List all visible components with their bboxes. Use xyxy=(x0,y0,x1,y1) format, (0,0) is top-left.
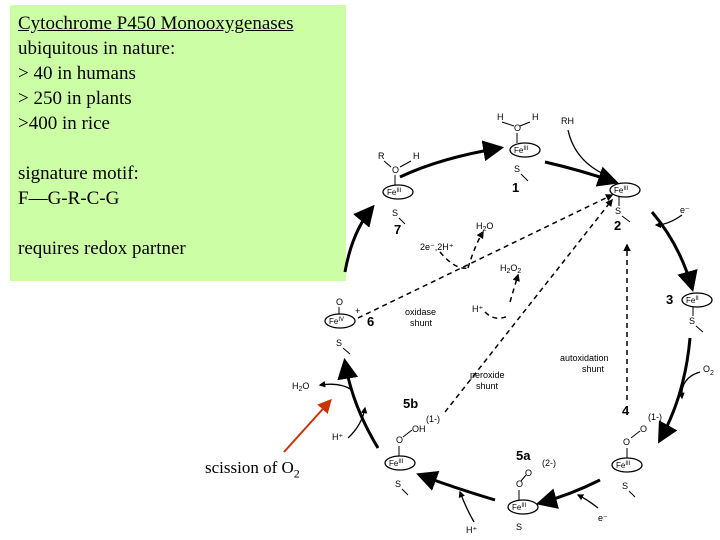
redox-note: requires redox partner xyxy=(18,238,186,259)
proton-label-center: H⁺ xyxy=(472,304,483,314)
cycle-arrow-3-4 xyxy=(657,337,692,444)
h2o-release-dash xyxy=(467,230,484,269)
proton-label-bottom: H⁺ xyxy=(466,525,477,535)
h-uptake-dash xyxy=(484,311,509,319)
state-3-iron: FeII xyxy=(686,296,699,305)
state-2-iron: FeIII xyxy=(614,186,629,195)
svg-text:S: S xyxy=(395,479,401,489)
h2o-left-arrow xyxy=(318,381,353,391)
state-1-number: 1 xyxy=(512,180,519,195)
cycle-arrow-2-3 xyxy=(650,211,698,293)
state-7-iron: FeIII xyxy=(387,188,402,197)
motif-sequence: F—G-R-C-G xyxy=(18,188,120,209)
cycle-arrow-5a-5b xyxy=(416,471,496,502)
o2-label: O2 xyxy=(703,364,714,377)
svg-text:H: H xyxy=(532,112,539,122)
o2-arrow xyxy=(678,371,701,400)
h2o2-release-dash xyxy=(509,273,520,303)
cycle-arrow-1-2 xyxy=(544,160,619,187)
state-5b-iron: FeIII xyxy=(389,459,404,468)
electrons-protons-label: 2e⁻,2H⁺ xyxy=(420,242,454,252)
svg-text:H: H xyxy=(413,151,420,161)
state-2-number: 2 xyxy=(614,218,621,233)
svg-text:R: R xyxy=(378,151,385,161)
svg-text:O: O xyxy=(392,165,399,175)
peroxide-shunt-arrow xyxy=(444,198,613,413)
water-label-center: H2O xyxy=(476,221,493,233)
svg-text:O: O xyxy=(396,435,403,445)
svg-text:S: S xyxy=(514,164,520,174)
cycle-arrow-6-7 xyxy=(343,204,375,273)
rh-label: RH xyxy=(561,116,574,126)
state-5a-iron: FeIII xyxy=(512,503,527,512)
svg-text:(1-): (1-) xyxy=(426,414,440,424)
rh-arrow xyxy=(567,129,610,177)
e-arrow-top xyxy=(654,214,683,229)
svg-text:+: + xyxy=(355,306,360,316)
e2h-uptake-dash xyxy=(439,251,469,269)
oxidase-shunt-arrow xyxy=(357,194,614,319)
svg-text:O: O xyxy=(514,123,521,133)
state-5a: FeIII O O (2-) S 5a xyxy=(507,448,556,532)
electron-label-top: e⁻ xyxy=(680,205,690,215)
notes-line: >400 in rice xyxy=(18,113,110,134)
notes-title: Cytochrome P450 Monooxygenases xyxy=(18,13,294,34)
state-6-iron: FeIV xyxy=(329,317,344,326)
svg-text:OH: OH xyxy=(412,424,426,434)
motif-label: signature motif: xyxy=(18,163,139,184)
peroxide-label: H2O2 xyxy=(500,263,521,275)
svg-text:S: S xyxy=(689,316,695,326)
svg-text:O: O xyxy=(516,479,523,489)
state-2: FeIII S 2 xyxy=(609,182,641,233)
state-5b-number: 5b xyxy=(403,396,418,411)
svg-text:(1-): (1-) xyxy=(648,412,662,422)
scission-subscript: 2 xyxy=(293,466,300,481)
water-label-left: H2O xyxy=(292,381,309,393)
state-6: FeIV O + S 6 xyxy=(324,297,374,355)
notes-line: > 250 in plants xyxy=(18,88,132,109)
svg-text:O: O xyxy=(525,468,532,478)
svg-text:S: S xyxy=(622,481,628,491)
state-7: FeIII R O H S 7 xyxy=(378,151,420,237)
state-4-iron: FeIII xyxy=(616,461,631,470)
e-arrow-bottom xyxy=(576,494,599,509)
scission-text: scission of O xyxy=(205,458,294,477)
notes-line: > 40 in humans xyxy=(18,63,136,84)
svg-text:O: O xyxy=(640,424,647,434)
scission-label: scission of O2 xyxy=(205,458,300,481)
scission-arrow xyxy=(283,398,332,453)
svg-text:S: S xyxy=(615,206,621,216)
state-6-number: 6 xyxy=(367,314,374,329)
state-3: FeII S 3 xyxy=(666,292,713,333)
state-4: FeIII O O (1-) S 4 xyxy=(611,403,662,498)
state-1-iron: FeIII xyxy=(514,146,529,155)
electron-label-bottom: e⁻ xyxy=(598,513,608,523)
h-left-arrow xyxy=(347,406,368,439)
cycle-arrow-4-5a xyxy=(535,478,601,509)
notes-line: ubiquitous in nature: xyxy=(18,38,176,59)
state-5b: FeIII O OH (1-) S 5b xyxy=(384,396,440,496)
svg-text:O: O xyxy=(336,297,343,307)
h-bottom-arrow xyxy=(458,490,475,523)
notes-box: Cytochrome P450 Monooxygenases ubiquitou… xyxy=(10,5,346,281)
state-5a-number: 5a xyxy=(516,448,531,463)
svg-text:O: O xyxy=(623,437,630,447)
proton-label-left: H⁺ xyxy=(332,432,343,442)
cycle-arrow-5b-6 xyxy=(337,357,380,449)
svg-text:(2-): (2-) xyxy=(542,458,556,468)
svg-text:S: S xyxy=(336,338,342,348)
state-7-number: 7 xyxy=(394,222,401,237)
state-1: FeIII O H H S 1 xyxy=(497,112,541,195)
state-3-number: 3 xyxy=(666,292,673,307)
svg-text:H: H xyxy=(497,112,504,122)
svg-text:S: S xyxy=(392,208,398,218)
state-4-number: 4 xyxy=(622,403,630,418)
svg-text:S: S xyxy=(516,522,522,532)
cycle-arrow-7-1 xyxy=(399,140,505,179)
